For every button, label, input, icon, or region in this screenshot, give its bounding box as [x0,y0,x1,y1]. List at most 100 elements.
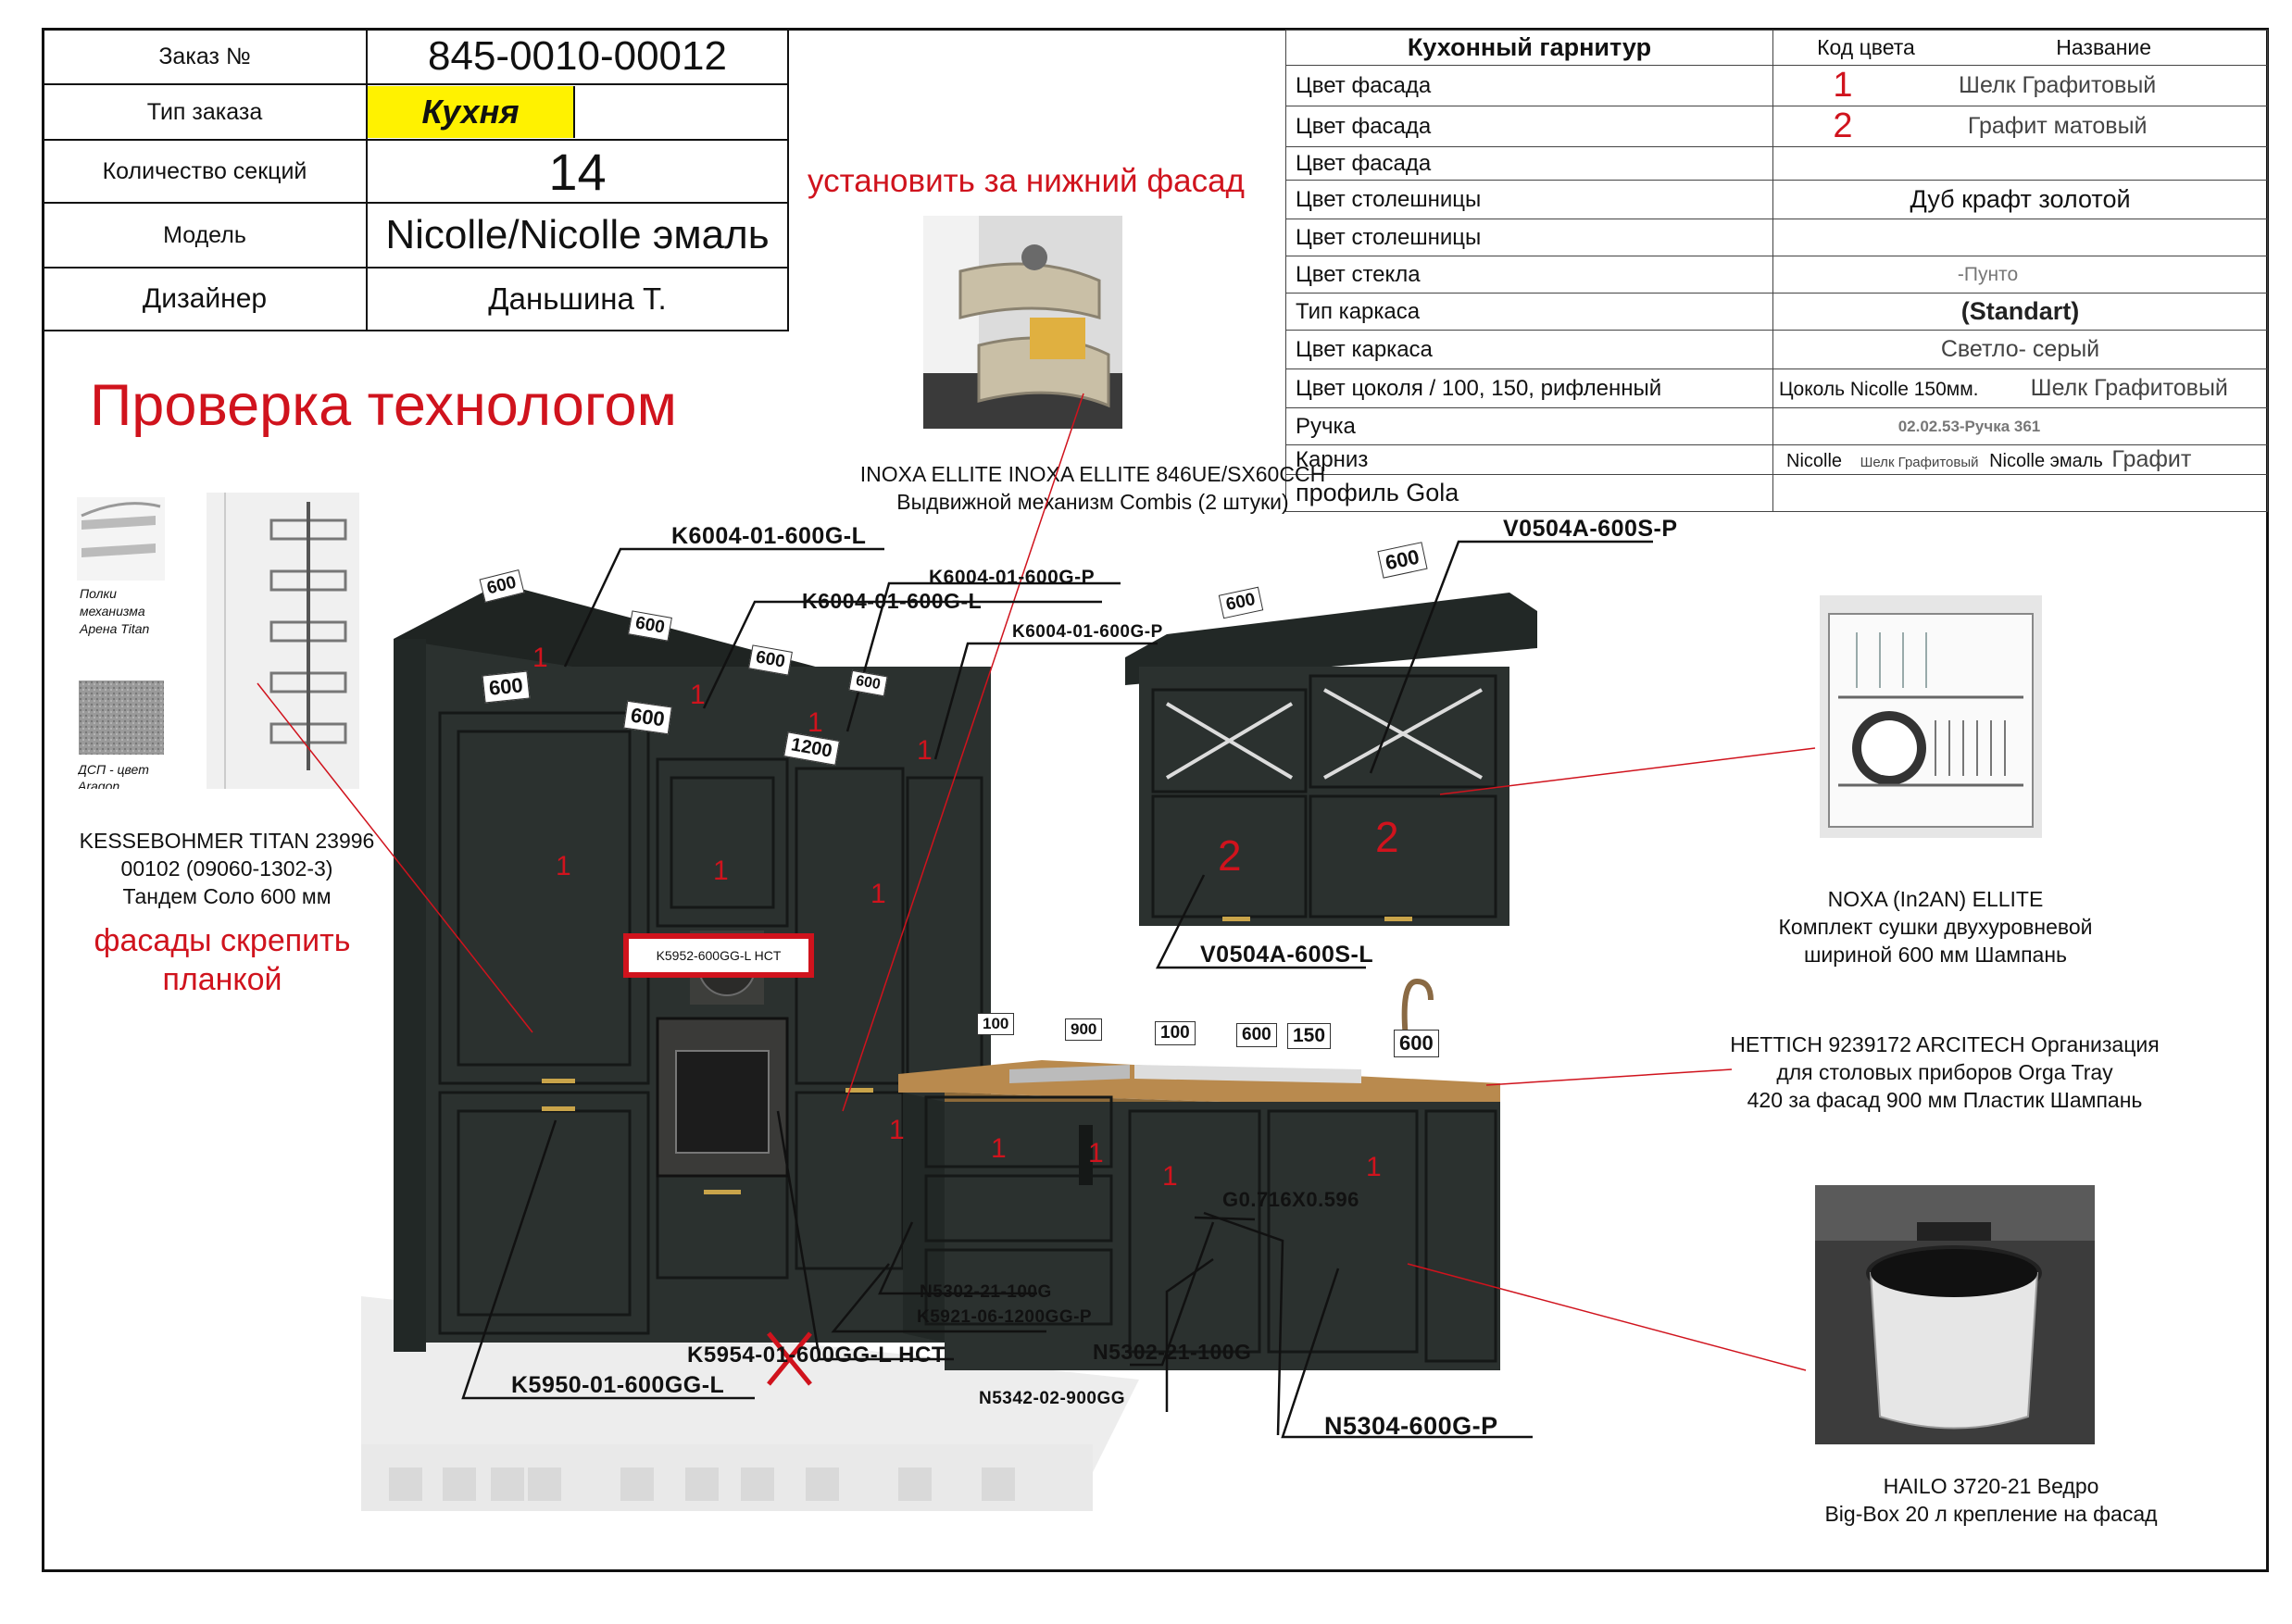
noxa-description: NOXA (In2AN) ELLITE Комплект сушки двуху… [1778,887,2093,967]
spec-plinth-value: Цоколь Nicolle 150мм. [1779,379,1979,400]
spec-row-label: Тип каркаса [1285,293,1773,331]
dim-label: 150 [1287,1023,1332,1049]
callout-v0504-l: V0504A-600S-L [1200,942,1374,968]
combis-photo [923,216,1122,433]
callout-k5954: K5954-01-600GG-L HCT [687,1343,946,1368]
spec-color-name: Графит матовый [1967,113,2148,139]
bin-drawing [1815,1185,2095,1444]
install-note: установить за нижний фасад [808,163,1245,199]
panel-color-1: 1 [690,680,706,710]
sink [1134,1065,1361,1083]
spec-row-label: профиль Gola [1285,474,1773,512]
spec-row-value: Дуб крафт золотой [1772,180,2268,219]
panel-color-1: 1 [1366,1152,1382,1182]
bin-photo [1815,1185,2095,1449]
model-label: Модель [42,202,368,269]
inoxa-description: INOXA ELLITE INOXA ELLITE 846UE/SX60CCH … [859,462,1326,514]
spec-row-label: Цвет фасада [1285,106,1773,147]
hob [1009,1065,1130,1083]
toolbar-artifact-icons [389,1468,1015,1501]
spec-row-label: Цвет столешницы [1285,219,1773,256]
spec-cornice-color: Шелк Графитовый [1860,455,1979,470]
dish-drainer-photo [1820,595,2042,843]
panel-color-1: 1 [713,856,729,886]
panel-color-1: 1 [532,643,548,673]
callout-n5342: N5342-02-900GG [979,1389,1126,1408]
wall-cabinets [1125,593,1537,926]
dsp-texture [79,681,164,755]
order-type-value: Кухня [421,93,520,131]
callout-n5302-b: N5302-21-100G [1093,1340,1252,1364]
base-cabinets [898,978,1500,1370]
panel-color-2: 2 [1218,831,1242,880]
order-type-cell: Кухня [366,83,789,141]
spec-row-value [1772,474,2268,512]
spec-color-name: Шелк Графитовый [1959,72,2157,98]
spec-row-label: Цвет стекла [1285,256,1773,294]
spec-row-value: 02.02.53-Ручка 361 [1772,407,2268,445]
callout-n5304: N5304-600G-P [1324,1412,1498,1440]
spec-cornice-model-2: Nicolle эмаль [1989,451,2103,471]
tandem-photo [207,493,359,793]
dim-label: 900 [1065,1018,1103,1041]
panel-color-1: 1 [917,735,933,766]
hettich-description: HETTICH 9239172 ARCITECH Организация для… [1730,1032,2160,1112]
spec-cornice-model: Nicolle [1786,451,1843,471]
panel-color-1: 1 [889,1115,905,1145]
spec-row-value: -Пунто [1772,256,2268,294]
callout-k6004-l-b: K6004-01-600G-L [802,589,983,613]
panel-color-2: 2 [1375,813,1399,861]
sheet-frame [42,28,2269,1572]
spec-cornice-color-2: Графит [2111,446,2192,472]
faucet [1401,978,1434,1056]
dsp-swatch [79,681,164,759]
spec-row-label: Цвет цоколя / 100, 150, рифленный [1296,375,1662,401]
panel-color-1: 1 [556,851,571,881]
spec-color-code: 2 [1833,106,1853,146]
combis-drawing [923,216,1122,429]
shelf-photo [77,497,165,585]
shelf-drawing [77,497,165,581]
callout-k6004-p: K6004-01-600G-P [929,567,1096,588]
fasten-note: фасады скрепить планкой [94,923,351,997]
shelf-caption: Полки механизма Арена Titan [80,586,150,636]
designer-label: Дизайнер [42,267,368,331]
kitchen-spec-table: Кухонный гарнитур Код цвета Название Цве… [1285,30,2268,512]
dish-drainer-drawing [1820,595,2042,838]
dim-label: 100 [977,1013,1015,1035]
hailo-description: HAILO 3720-21 Ведро Big-Box 20 л креплен… [1824,1474,2158,1526]
kessebohmer-description: KESSEBOHMER TITAN 23996 00102 (09060-130… [79,829,375,908]
spec-row-value [1772,219,2268,256]
toolbar-artifact [361,1444,1093,1511]
callout-k6004-l: K6004-01-600G-L [671,523,867,549]
callout-g-panel: G0.716X0.596 [1222,1188,1359,1211]
dim-label: 600 [482,670,531,704]
panel-color-1: 1 [870,879,886,909]
cross-out-mark [767,1331,812,1386]
callout-n5302-a: N5302-21-100G [920,1282,1052,1302]
order-type-label: Тип заказа [42,83,368,141]
panel-color-1: 1 [1088,1138,1104,1168]
spec-plinth-label-cell: Цвет цоколя / 100, 150, рифленный [1285,369,1773,408]
red-leaders [257,393,1816,1371]
order-number-label: Заказ № [42,28,368,85]
callout-v0504-p: V0504A-600S-P [1503,516,1678,542]
spec-name-header: Название [2056,34,2152,59]
callout-k6004-p-b: K6004-01-600G-P [1012,622,1163,642]
order-number-value: 845-0010-00012 [366,28,789,85]
callout-leaders [461,540,1653,1439]
spec-title: Кухонный гарнитур [1285,30,1773,66]
order-type-highlight: Кухня [369,86,575,138]
dim-label: 600 [1394,1030,1439,1057]
spec-row-label: Цвет фасада [1285,65,1773,106]
panel-color-1: 1 [808,707,823,738]
spec-plinth-color: Шелк Графитовый [2030,375,2228,401]
dim-label: 100 [1155,1021,1196,1045]
callout-k5950: K5950-01-600GG-L [511,1372,725,1398]
spec-row-value [1772,146,2268,181]
designer-value: Даньшина Т. [366,267,789,331]
tall-cabinets [394,583,991,1352]
k5952-highlight-box: K5952-600GG-L HCT [623,933,814,978]
tandem-drawing [207,493,359,789]
